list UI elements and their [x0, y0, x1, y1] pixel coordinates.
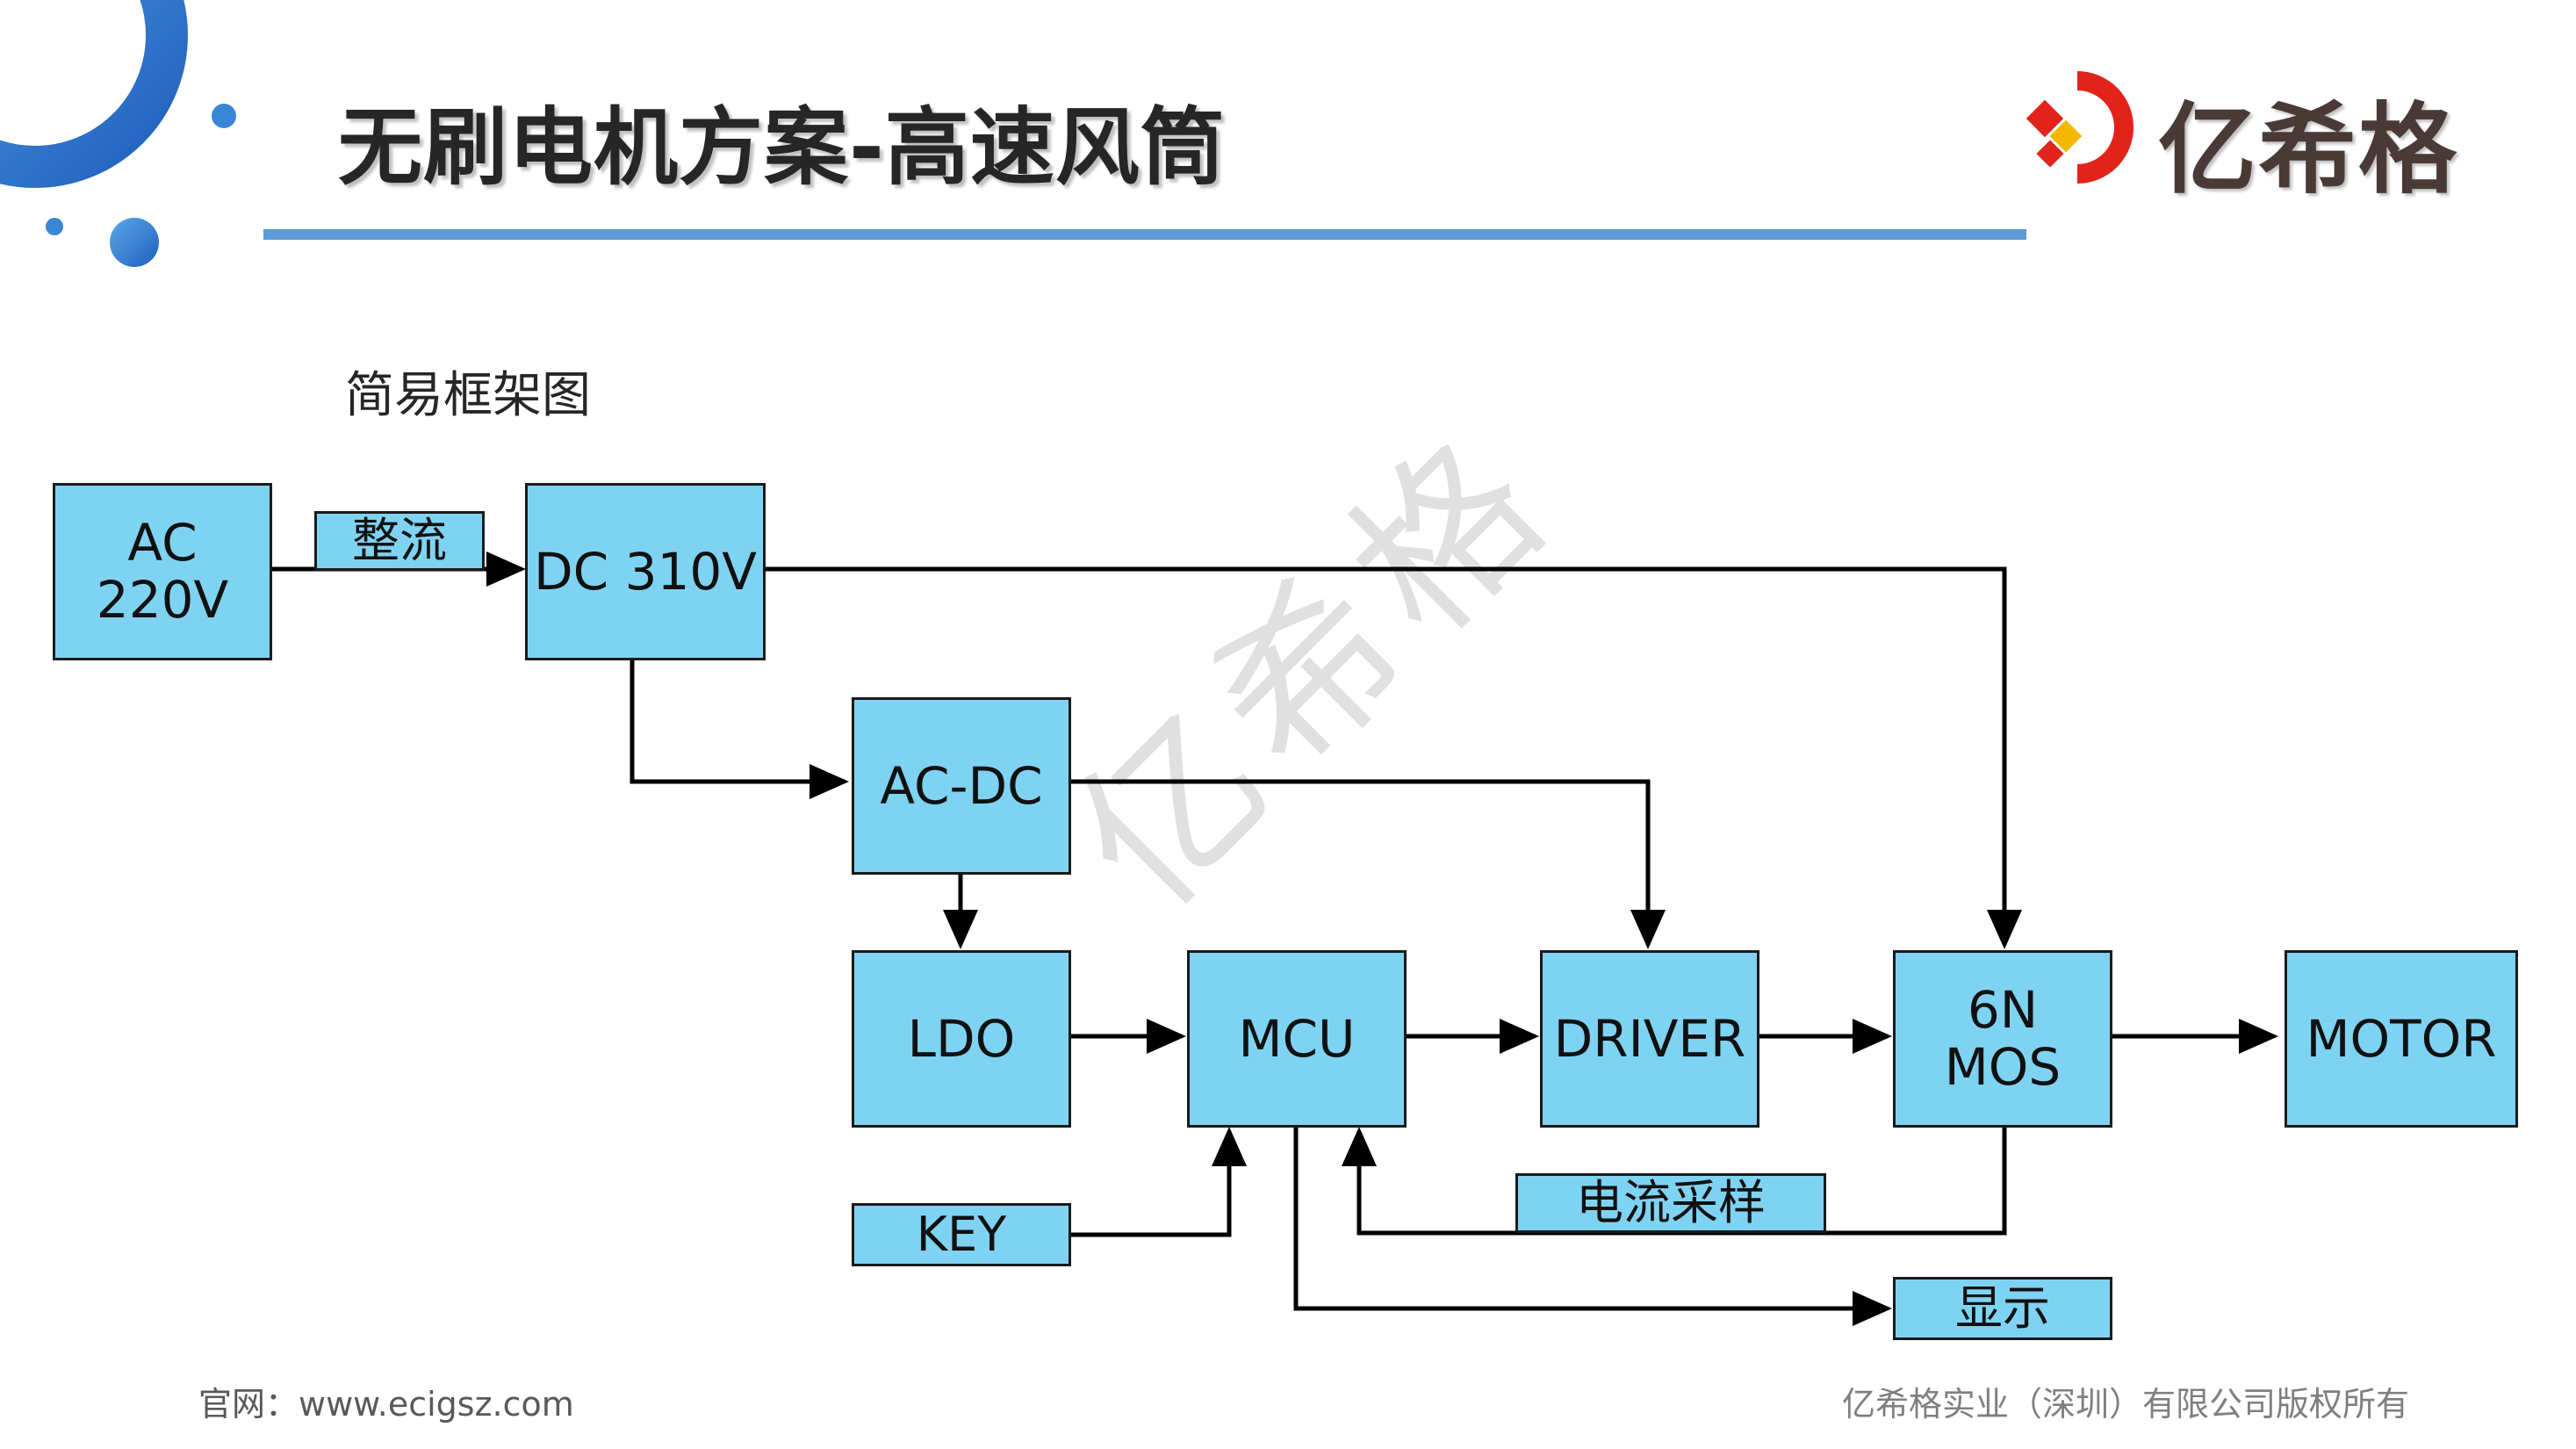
decor-dot-3: [110, 218, 159, 267]
footer-website: 官网：www.ecigsz.com: [198, 1385, 574, 1424]
label-rectify: 整流: [314, 511, 485, 571]
wire-dc-to-mos: [760, 566, 2022, 949]
wire-dc-to-acdc: [630, 657, 849, 799]
diagram-subtitle: 简易框架图: [345, 367, 591, 424]
decor-ring: [0, 0, 188, 188]
label-display: 显示: [1893, 1277, 2112, 1340]
block-ac220v: AC 220V: [53, 483, 272, 660]
block-mcu: MCU: [1187, 950, 1407, 1128]
page-title: 无刷电机方案-高速风筒: [338, 98, 1226, 197]
wire-mos-current-feedback: [1342, 1126, 2007, 1236]
brand-name: 亿希格: [2158, 93, 2458, 207]
block-dc310v: DC 310V: [525, 483, 766, 660]
label-current-sampling: 电流采样: [1515, 1173, 1826, 1233]
block-key: KEY: [852, 1203, 1071, 1266]
block-motor: MOTOR: [2285, 950, 2518, 1128]
wire-key-to-mcu: [1071, 1127, 1247, 1237]
decor-dot-1: [212, 104, 236, 128]
footer-copyright: 亿希格实业（深圳）有限公司版权所有: [1841, 1385, 2409, 1424]
wire-acdc-to-driver: [1066, 779, 1666, 949]
block-ac-dc: AC-DC: [852, 697, 1071, 875]
wire-mcu-to-display: [1293, 1126, 1892, 1326]
block-driver: DRIVER: [1540, 950, 1759, 1128]
title-underline: [263, 229, 2026, 240]
block-ldo: LDO: [852, 950, 1071, 1128]
block-6n-mos: 6N MOS: [1893, 950, 2112, 1128]
decor-dot-2: [46, 218, 63, 235]
brand-logo-icon: [2026, 71, 2133, 184]
